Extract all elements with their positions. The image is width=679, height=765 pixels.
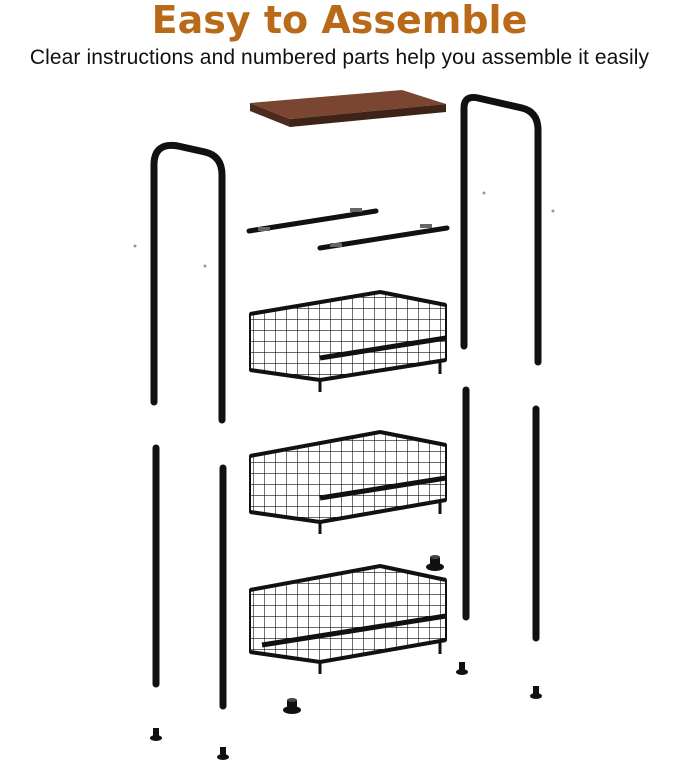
page-title: Easy to Assemble [151,0,528,42]
foot-cap [426,555,444,571]
screw-hole [551,209,555,213]
leveling-foot [217,747,229,760]
wire-basket-bottom [249,563,447,674]
leveling-foot [150,728,162,741]
screw-hole [203,264,207,268]
leveling-foot [456,662,468,675]
cross-bar-lower [317,224,450,251]
cross-bar-upper [246,208,379,234]
foot-cap [283,698,301,714]
leveling-foot [530,686,542,699]
screw-hole [133,244,137,248]
left-u-frame [150,141,226,424]
screw-hole [482,191,486,195]
wooden-top-panel [250,90,446,127]
wire-basket-top [249,289,447,392]
lower-leg-tubes [152,386,540,710]
wire-basket-middle [249,429,447,534]
right-u-frame [460,94,542,366]
page-subtitle: Clear instructions and numbered parts he… [29,46,650,69]
